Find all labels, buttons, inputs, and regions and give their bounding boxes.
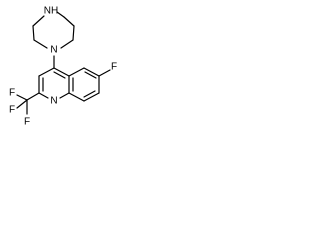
bond-nh-c1 (32, 15, 45, 27)
bond-c2-n1 (38, 92, 49, 99)
bond-c5-c6 (83, 67, 100, 77)
bond-c8-c8a (68, 92, 85, 102)
atom-label-f-aryl: F (111, 62, 117, 73)
bond-c4-c5 (63, 16, 75, 27)
pyridine-ring (38, 67, 70, 99)
chemical-structure-diagram: NH N F N F F F (9, 6, 117, 128)
bond-cf3-f2 (16, 99, 28, 109)
atom-label-nh: NH (44, 6, 58, 17)
benzene-ring (68, 67, 100, 102)
bond-c4a-c5 (68, 67, 85, 77)
bond-c2-cf3 (26, 92, 40, 101)
atom-label-f3: F (24, 117, 30, 128)
bond-c7-c8-double (83, 90, 96, 98)
bond-n1-c8a (59, 92, 70, 99)
bond-c4a-c4-double (53, 71, 66, 79)
bond-c5-c6-double (84, 71, 97, 79)
bond-c4a-c4 (53, 67, 70, 77)
atom-label-n-quinoline: N (50, 96, 57, 107)
diazepane-ring (32, 11, 75, 49)
bond-cf3-f1 (16, 94, 28, 101)
atom-label-f1: F (9, 88, 15, 99)
bond-c4-c3 (38, 67, 55, 77)
bond-n-c3 (60, 39, 74, 49)
atom-label-n-diazepane: N (50, 45, 57, 56)
bond-c3-c4 (72, 25, 75, 41)
bond-c2-n (33, 39, 48, 49)
bond-c6-f (98, 69, 111, 77)
bond-c5-nh (56, 11, 65, 18)
atom-label-f2: F (9, 105, 15, 116)
bond-c1-c2 (32, 25, 35, 41)
bond-c7-c8 (83, 92, 100, 102)
